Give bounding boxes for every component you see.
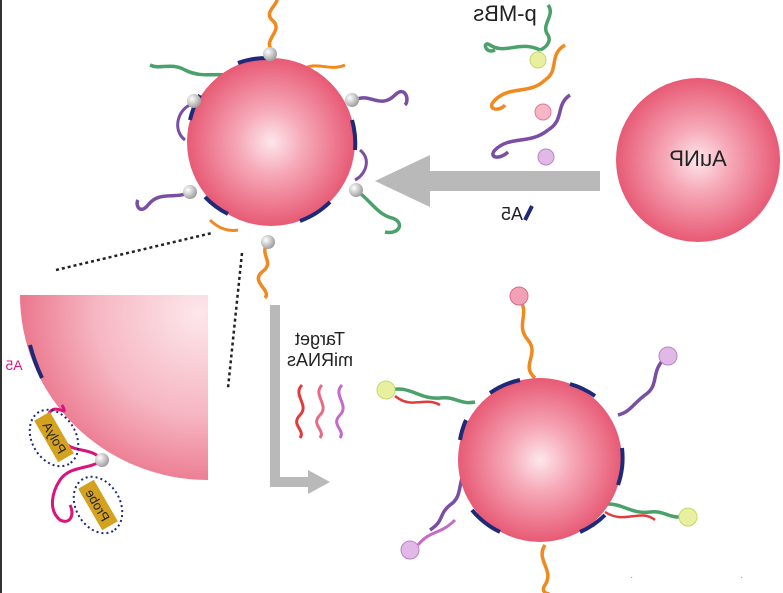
attachment-bead xyxy=(183,185,197,199)
fluorophore-star xyxy=(658,346,678,366)
fluorophore-star xyxy=(529,51,547,69)
green-strand xyxy=(483,42,541,53)
target-arrow xyxy=(270,305,330,494)
polya-box xyxy=(34,411,74,463)
fluorophore-star xyxy=(534,103,552,121)
green-strand xyxy=(539,3,552,52)
p-mbs-label: p-MBs xyxy=(473,1,537,26)
quarter-surface xyxy=(20,295,208,480)
purple-strand xyxy=(491,128,550,159)
attachment-bead xyxy=(187,94,201,108)
zoomed-surface: A5 PolyA Probe xyxy=(5,295,208,535)
probe-outline xyxy=(72,475,124,535)
purple-strand xyxy=(416,518,457,546)
polya-label: PolyA xyxy=(39,419,69,456)
fluorophore-star xyxy=(678,507,698,527)
green-strand xyxy=(354,188,402,235)
attachment-bead xyxy=(263,47,277,61)
orange-strand xyxy=(256,240,270,300)
a5-segment xyxy=(470,508,501,534)
zoom-line xyxy=(55,231,213,272)
mirna-strand xyxy=(315,383,325,439)
faint-mark: · xyxy=(630,572,633,583)
gold-nanoparticle xyxy=(187,58,355,226)
a5-segment xyxy=(569,382,597,398)
a5-segment xyxy=(616,447,625,486)
faint-mark: · xyxy=(740,572,743,583)
functionalized-nanoparticle xyxy=(135,0,409,300)
purple-strand xyxy=(135,190,191,211)
purple-strand xyxy=(354,148,368,182)
purple-strand xyxy=(176,103,191,142)
green-strand xyxy=(599,502,686,519)
orange-strand xyxy=(543,43,567,82)
a5-stroke xyxy=(523,205,534,221)
fluorophore-star xyxy=(537,148,555,166)
target-strand xyxy=(604,510,656,522)
hybridized-nanoparticle xyxy=(376,286,698,593)
zoom-line xyxy=(226,252,244,389)
fluorophore-star xyxy=(400,540,420,560)
orange-strand xyxy=(208,218,239,232)
orange-strand xyxy=(518,299,537,380)
a5-label-small: A5 xyxy=(5,357,22,373)
purple-strand xyxy=(617,356,667,417)
a5-marker: A5 xyxy=(501,204,534,224)
a5-segment xyxy=(28,344,44,379)
probe-box xyxy=(78,479,118,531)
gold-nanoparticle xyxy=(458,378,622,542)
attachment-bead xyxy=(345,93,359,107)
a5-segment xyxy=(299,200,332,223)
orange-strand xyxy=(489,78,547,111)
a5-segment xyxy=(579,513,607,534)
arrow-head xyxy=(308,470,330,494)
purple-strand xyxy=(354,89,409,107)
target-mirnas: Target miRNAs xyxy=(287,329,353,439)
a5-segment xyxy=(458,419,468,441)
purple-strand xyxy=(546,93,572,132)
arrow-horizontal xyxy=(270,477,310,487)
arrow-head xyxy=(375,155,430,207)
fluorophore-star xyxy=(509,286,529,306)
polya-outline xyxy=(28,408,80,468)
arrow-shaft xyxy=(420,171,600,191)
p-mbs-group: p-MBs xyxy=(473,1,572,166)
target-strand xyxy=(394,394,441,407)
target-label-line1: Target xyxy=(295,329,345,349)
a5-segment xyxy=(350,119,358,151)
orange-strand xyxy=(267,0,279,52)
mirna-strand xyxy=(295,383,305,439)
fluorophore-star xyxy=(376,380,396,400)
aunp-label: AuNP xyxy=(669,146,726,171)
aunp-particle: AuNP xyxy=(616,78,780,242)
orange-strand xyxy=(540,544,550,593)
attachment-bead xyxy=(349,183,363,197)
a5-segment xyxy=(488,378,521,395)
attachment-bead xyxy=(261,235,275,249)
attachment-bead xyxy=(95,453,109,467)
green-strand xyxy=(389,387,476,405)
target-label-line2: miRNAs xyxy=(287,350,353,370)
gold-nanoparticle xyxy=(616,78,780,242)
a5-label: A5 xyxy=(501,204,523,224)
assembly-arrow xyxy=(375,155,600,207)
probe-strand xyxy=(51,458,103,523)
a5-segment xyxy=(203,195,229,216)
arrow-vertical xyxy=(270,305,280,485)
mirna-strand xyxy=(335,383,345,439)
